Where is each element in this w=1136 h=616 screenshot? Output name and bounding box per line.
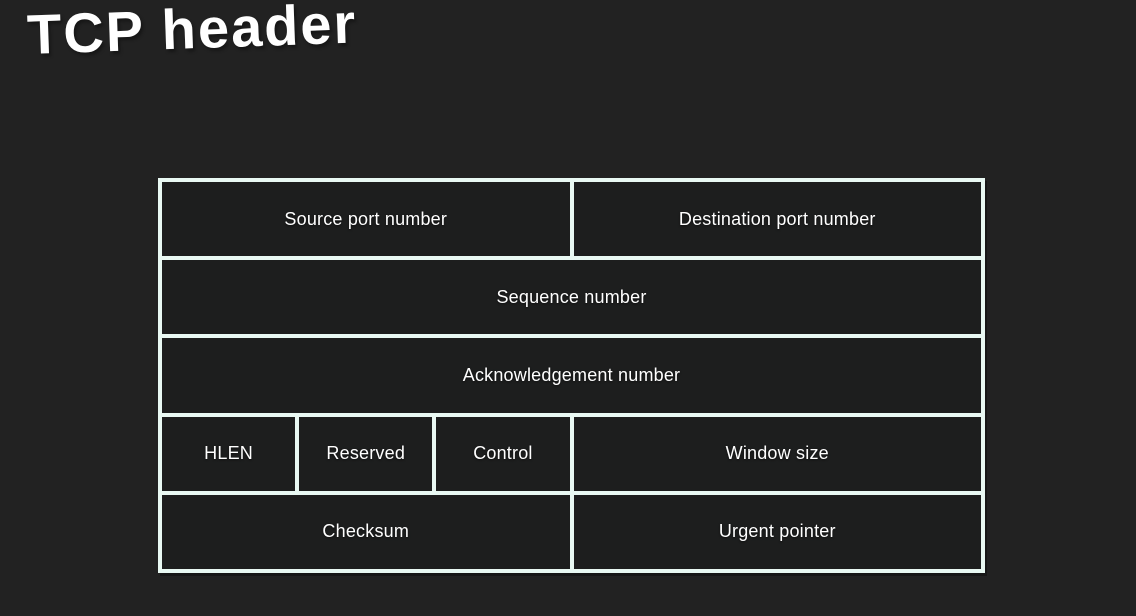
field-cell-checksum: Checksum: [162, 494, 570, 569]
field-cell-reserved: Reserved: [299, 416, 433, 491]
field-cell-destination-port-number: Destination port number: [573, 182, 981, 257]
field-cell-control: Control: [436, 416, 570, 491]
field-cell-hlen: HLEN: [162, 416, 296, 491]
field-cell-window-size: Window size: [573, 416, 981, 491]
field-cell-urgent-pointer: Urgent pointer: [573, 494, 981, 569]
field-cell-sequence-number: Sequence number: [162, 260, 981, 335]
page-title: TCP header: [26, 0, 359, 66]
tcp-header-table: Source port number Destination port numb…: [158, 178, 985, 573]
field-cell-source-port-number: Source port number: [162, 182, 570, 257]
field-cell-acknowledgement-number: Acknowledgement number: [162, 338, 981, 413]
